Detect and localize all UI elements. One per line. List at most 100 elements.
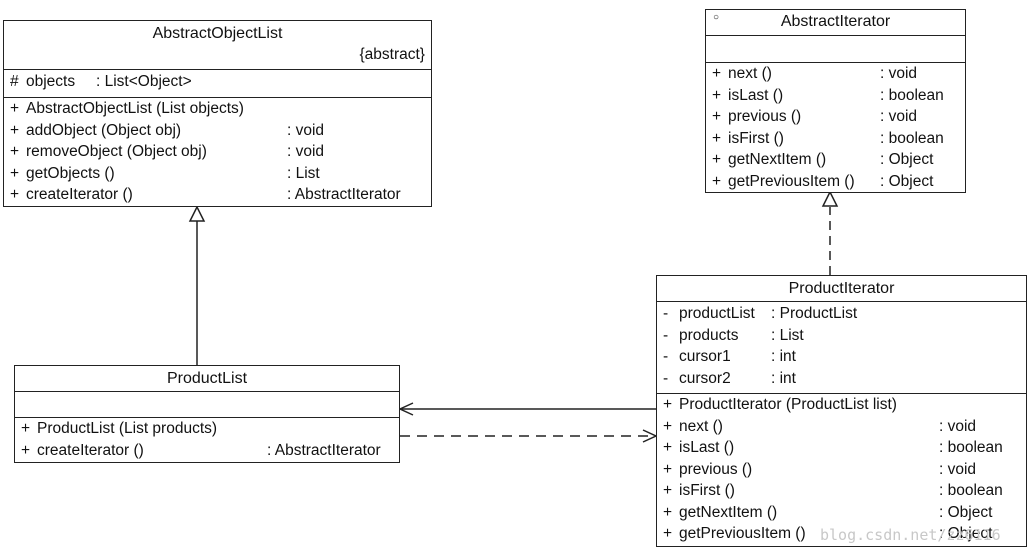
operation-row: + createIterator () : AbstractIterator [15,440,399,462]
attribute-name: products [679,326,739,344]
attribute-row: - products : List [657,325,1026,347]
operations-compartment: + ProductList (List products) + createIt… [15,417,399,461]
operation-type: : boolean [880,86,944,104]
class-name: ProductList [166,370,248,387]
class-name: AbstractIterator [780,13,891,30]
association-arrowhead [398,402,414,416]
class-name: AbstractObjectList [152,25,283,42]
operation-row: + isFirst () : boolean [657,480,1026,502]
operation-type: : Object [939,503,993,521]
attribute-type: : ProductList [771,305,858,322]
operation-row: + next () : void [657,416,1026,438]
visibility: + [10,121,20,139]
operation-row: + getNextItem () : Object [657,502,1026,524]
operations-compartment: + ProductIterator (ProductList list) + n… [657,393,1026,545]
operation-name: isLast () [679,439,735,456]
operation-type: : boolean [880,129,944,147]
attributes-compartment [706,35,965,62]
operation-name: next () [679,417,723,435]
watermark: blog.csdn.net/zz6116 [820,526,1001,544]
operation-type: : Object [880,172,934,190]
operation-name: createIterator () [37,441,144,459]
attribute-type: : int [771,369,796,387]
operation-type: : void [880,65,918,82]
attribute-type: : List [771,326,804,344]
visibility: + [663,439,673,456]
abstract-stereotype: {abstract} [359,46,426,63]
visibility: + [712,86,722,104]
attribute-type: : List<Object> [96,73,192,90]
visibility: + [663,396,673,413]
operation-row: + isLast () : boolean [657,437,1026,459]
operation-name: isFirst () [728,129,784,147]
operation-row: + ProductList (List products) [15,418,399,440]
operation-type: : void [939,460,977,478]
visibility: + [10,143,20,160]
visibility: + [712,65,722,82]
operation-row: + isFirst () : boolean [706,128,965,150]
visibility: + [712,129,722,147]
operation-name: addObject (Object obj) [26,121,182,139]
operation-row: + AbstractObjectList (List objects) [4,98,431,120]
operation-type: : Object [880,151,934,168]
operation-row: + getObjects () : List [4,163,431,185]
attribute-row: - cursor2 : int [657,368,1026,390]
visibility: + [663,417,673,435]
class-header: ProductList [15,366,399,391]
class-abstract-object-list: AbstractObjectList {abstract} # objects … [3,20,432,207]
operation-row: + previous () : void [657,459,1026,481]
operation-name: isFirst () [679,482,735,499]
operation-row: + addObject (Object obj) : void [4,120,431,142]
operation-row: + removeObject (Object obj) : void [4,141,431,163]
operations-compartment: + AbstractObjectList (List objects) + ad… [4,97,431,206]
visibility: - [663,348,669,365]
operation-name: ProductIterator (ProductList list) [679,396,897,413]
operation-type: : void [880,108,918,125]
visibility: + [663,482,673,499]
operation-name: getPreviousItem () [679,525,806,542]
operation-name: previous () [679,460,753,478]
operation-type: : boolean [939,439,1003,456]
attribute-name: cursor1 [679,348,731,365]
operation-row: + getNextItem () : Object [706,149,965,171]
operation-row: + getPreviousItem () : Object [657,523,1026,545]
interface-marker: ○ [713,12,720,23]
visibility: + [10,186,20,203]
operation-name: getObjects () [26,164,115,182]
visibility: + [712,172,722,190]
visibility: # [10,73,19,90]
operations-compartment: + next () : void + isLast () : boolean +… [706,62,965,192]
operation-name: ProductList (List products) [37,420,218,437]
realization-arrowhead [821,190,839,207]
attribute-name: productList [679,305,755,322]
operation-type: : AbstractIterator [287,186,401,203]
attribute-row: # objects : List<Object> [4,71,431,93]
operation-name: previous () [728,108,802,125]
class-header: ProductIterator [657,276,1026,301]
operation-row: + previous () : void [706,106,965,128]
class-product-list: ProductList + ProductList (List products… [14,365,400,463]
class-name: ProductIterator [788,280,895,297]
operation-type: : void [939,417,977,435]
attribute-row: - productList : ProductList [657,303,1026,325]
operation-name: next () [728,65,772,82]
inheritance-arrowhead [188,205,206,222]
operation-row: + getPreviousItem () : Object [706,171,965,193]
visibility: - [663,369,669,387]
class-header: ○ AbstractIterator [706,10,965,35]
visibility: - [663,305,669,322]
operation-type: : Object [939,525,993,542]
attributes-compartment: - productList : ProductList - products :… [657,301,1026,393]
operation-name: getNextItem () [728,151,827,168]
attribute-name: objects [26,73,76,90]
visibility: + [21,420,31,437]
operation-type: : boolean [939,482,1003,499]
visibility: + [712,151,722,168]
operation-name: getPreviousItem () [728,172,855,190]
operation-name: AbstractObjectList (List objects) [26,100,244,117]
operation-name: isLast () [728,86,784,104]
operation-name: getNextItem () [679,503,778,521]
visibility: + [10,164,20,182]
operation-type: : AbstractIterator [267,441,381,459]
